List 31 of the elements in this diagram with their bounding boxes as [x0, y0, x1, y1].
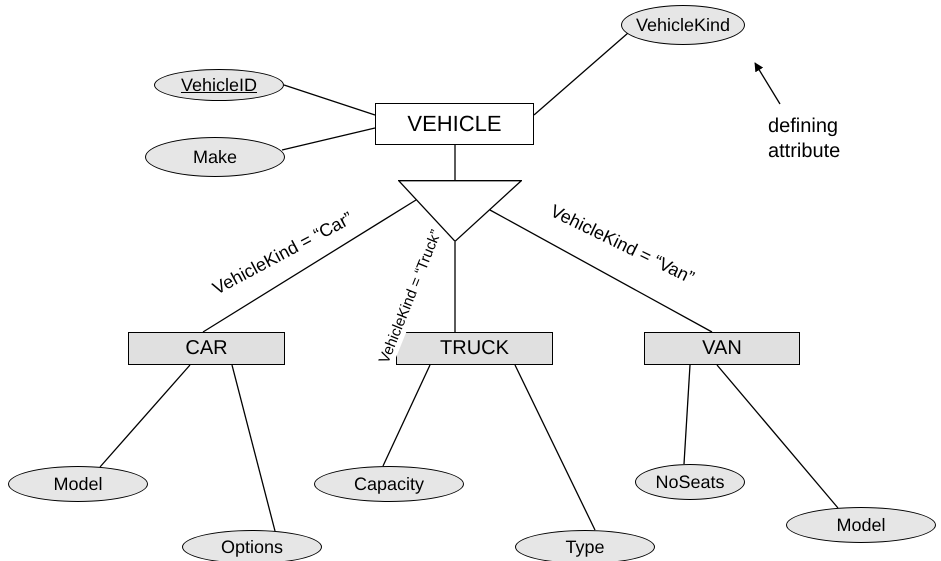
connector-line — [284, 84, 376, 116]
connector-line — [716, 364, 838, 508]
attribute-name: NoSeats — [655, 470, 725, 494]
entity-box — [644, 332, 800, 365]
attribute-name: Make — [192, 146, 237, 168]
connector-line — [683, 364, 691, 464]
attribute-name: Type — [565, 536, 605, 558]
attribute-name: Capacity — [354, 472, 424, 496]
connector-line — [454, 242, 456, 332]
entity-box — [375, 103, 534, 145]
connector-line — [514, 364, 596, 530]
attribute-name: Model — [836, 514, 886, 536]
connector-line — [534, 32, 628, 116]
connector-line — [100, 364, 190, 468]
entity-name: CAR — [185, 336, 228, 361]
connector-line — [454, 145, 456, 180]
connector-line — [382, 364, 431, 466]
attribute-name: VehicleID — [180, 74, 258, 96]
entity-box — [128, 332, 285, 365]
attribute-name: Model — [53, 472, 103, 496]
attribute-ellipse — [621, 5, 745, 45]
note-text: defining attribute — [768, 114, 840, 164]
connector-line — [490, 209, 712, 333]
attribute-name: VehicleKind — [636, 14, 730, 36]
entity-name: VAN — [702, 336, 742, 361]
entity-name: VEHICLE — [407, 110, 502, 138]
arrow — [754, 62, 781, 104]
attribute-name: Options — [220, 536, 284, 558]
connector-line — [202, 199, 416, 333]
connector-line — [282, 127, 376, 151]
connector-line — [231, 364, 276, 532]
